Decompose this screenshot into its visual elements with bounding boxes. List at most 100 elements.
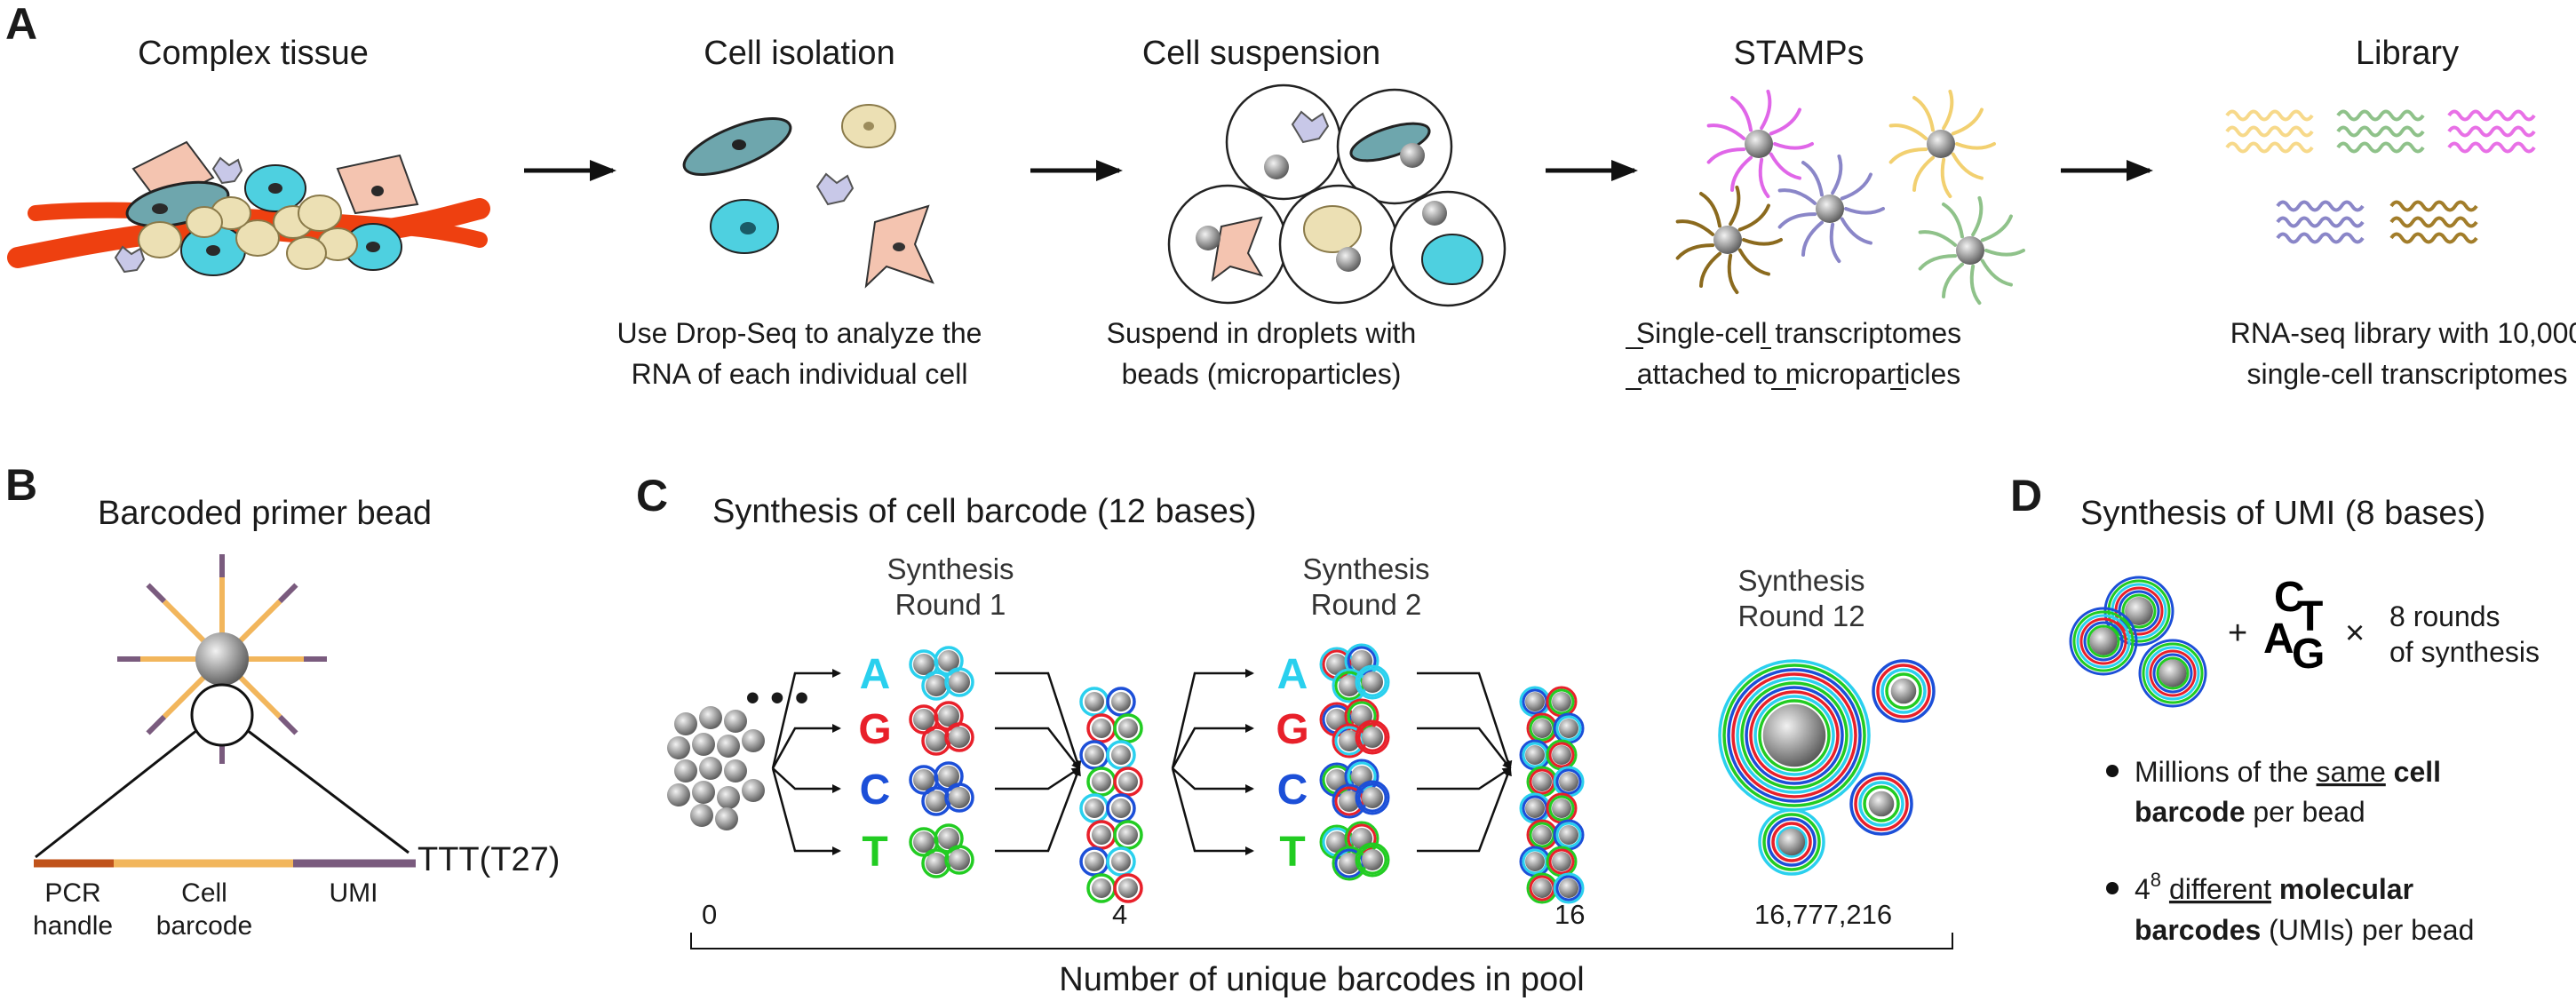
rounds-line1: 8 rounds — [2389, 600, 2500, 632]
ellipsis: • • • — [746, 676, 809, 719]
merge-arrow-2 — [995, 767, 1081, 790]
round1-bead-3-3 — [944, 845, 974, 875]
panel-label-a: A — [5, 0, 37, 49]
caption-cell-isolation-line1: Use Drop-Seq to analyze the — [617, 317, 982, 349]
panel-d-title: Synthesis of UMI (8 bases) — [2080, 495, 2485, 532]
round1-base-T: T — [862, 829, 887, 876]
panel-label-c: C — [636, 471, 668, 520]
count-0: 0 — [702, 899, 717, 930]
merge-arrow-0 — [995, 671, 1082, 770]
library-illustration — [2225, 109, 2536, 244]
merge-arrow-3 — [1417, 767, 1512, 853]
split-arrow-2 — [1172, 767, 1254, 793]
panel-b-title: Barcoded primer bead — [98, 495, 432, 532]
count-bracket — [690, 933, 1953, 949]
panel-c-title: Synthesis of cell barcode (12 bases) — [712, 493, 1257, 530]
stamp-5 — [1918, 195, 2025, 306]
library-group-3 — [2447, 109, 2536, 154]
round12-bead-top — [1872, 659, 1936, 723]
times-sign: × — [2345, 615, 2365, 652]
round12-bead-bottom — [1758, 808, 1825, 876]
primer-bead-core — [195, 632, 249, 686]
droplet-contents — [1196, 110, 1483, 285]
bullet1-line1: Millions of the same cell — [2135, 756, 2441, 788]
bullet2-line1: 48 different molecular — [2135, 869, 2413, 905]
round1-bead-0-3 — [944, 667, 974, 697]
library-group-1 — [2225, 109, 2314, 154]
zoom-line-right — [246, 728, 409, 854]
step-title-complex-tissue: Complex tissue — [138, 35, 369, 72]
round2-base-A: A — [1277, 651, 1308, 698]
rounds-line2: of synthesis — [2389, 636, 2540, 668]
stamps-illustration — [1675, 89, 2025, 306]
stamp-3 — [1675, 185, 1783, 295]
initial-bead-pool — [667, 706, 765, 830]
split-arrow-1 — [1171, 724, 1254, 769]
library-group-4 — [2276, 200, 2365, 244]
library-group-5 — [2389, 200, 2478, 244]
pool-after-round2 — [1519, 686, 1585, 904]
umi-beads — [2069, 576, 2207, 708]
merge-arrow-0 — [1417, 671, 1513, 770]
merge-arrow-3 — [995, 767, 1081, 853]
step-title-cell-isolation: Cell isolation — [704, 35, 894, 72]
round1-line2: Round 1 — [895, 588, 1006, 621]
caption-library-line2: single-cell transcriptomes — [2246, 358, 2567, 390]
umi-letter-c: C — [2274, 574, 2305, 621]
plus-sign: + — [2228, 615, 2247, 652]
label-barcode: barcode — [156, 911, 252, 941]
panel-label-d: D — [2010, 471, 2042, 520]
round1-base-C: C — [860, 767, 891, 814]
round1-line1: Synthesis — [886, 552, 1014, 585]
bullet1-line2: barcode per bead — [2135, 796, 2365, 828]
split-arrow-1 — [771, 724, 841, 769]
split-arrow-3 — [1171, 767, 1254, 855]
zoom-circle — [190, 683, 254, 747]
round2-base-C: C — [1277, 767, 1308, 814]
split-arrow-3 — [771, 767, 841, 855]
round12-line2: Round 12 — [1737, 600, 1864, 632]
split-arrow-0 — [1171, 669, 1254, 769]
round2-line1: Synthesis — [1302, 552, 1429, 585]
stamp-4 — [1777, 154, 1885, 264]
round2-bead-2-3 — [1355, 780, 1390, 815]
pool-after-round1 — [1079, 687, 1143, 903]
umi-bead-3 — [2138, 639, 2207, 708]
caption-cell-suspension-line2: beads (microparticles) — [1122, 358, 1402, 390]
bullet2-line2: barcodes (UMIs) per bead — [2135, 914, 2474, 946]
umi-letter-t: T — [2297, 593, 2323, 640]
zoom-line-left — [35, 728, 198, 859]
round2-bead-3-3 — [1355, 842, 1390, 878]
split-arrow-2 — [772, 767, 841, 793]
round2-bead-2-2 — [1332, 783, 1367, 819]
caption-library-line1: RNA-seq library with 10,000 — [2230, 317, 2576, 349]
label-pcr: PCR — [44, 878, 100, 908]
round2-base-G: G — [1276, 706, 1308, 753]
label-cell: Cell — [181, 878, 227, 908]
caption-stamps-line1: Single-cell transcriptomes — [1636, 317, 1961, 349]
caption-cell-isolation-line2: RNA of each individual cell — [632, 358, 968, 390]
round2-base-T: T — [1279, 829, 1305, 876]
caption-cell-suspension-line1: Suspend in droplets with — [1107, 317, 1417, 349]
round2-bead-0-3 — [1355, 664, 1390, 700]
isolated-cells-illustration — [682, 104, 934, 289]
stamp-2 — [1888, 89, 1996, 199]
umi-letter-a: A — [2263, 616, 2294, 663]
round2-line2: Round 2 — [1311, 588, 1422, 621]
round1-bead-1-3 — [944, 722, 974, 752]
bullet-1 — [2106, 765, 2119, 777]
library-group-2 — [2336, 109, 2425, 154]
count-16: 16 — [1554, 899, 1585, 930]
merge-arrow-1 — [1417, 727, 1512, 770]
count-4: 4 — [1112, 899, 1127, 930]
label-handle: handle — [33, 911, 113, 941]
round1-bead-2-3 — [944, 783, 974, 813]
round1-base-A: A — [860, 651, 891, 698]
stamp-1 — [1706, 89, 1814, 199]
step-title-cell-suspension: Cell suspension — [1142, 35, 1380, 72]
merge-arrow-1 — [995, 727, 1081, 770]
round2-bead-3-1 — [1344, 821, 1379, 856]
step-title-library: Library — [2356, 35, 2459, 72]
